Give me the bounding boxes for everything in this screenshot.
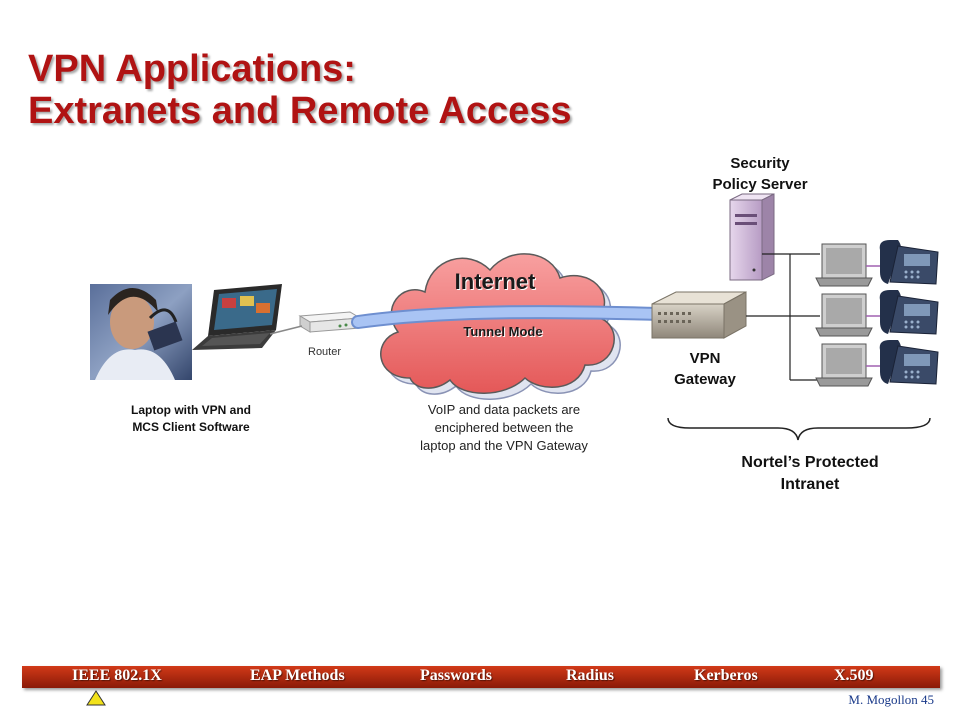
title-line-1: VPN Applications: (28, 48, 356, 90)
router-label: Router (308, 346, 342, 358)
title-line-2: Extranets and Remote Access (28, 90, 572, 132)
remote-user-photo (90, 284, 192, 380)
policy-server-icon (729, 193, 775, 281)
policy-server-label: Security Policy Server (712, 155, 808, 193)
packets-caption: VoIP and data packets are enciphered bet… (420, 402, 588, 453)
nav-radius[interactable]: Radius (566, 667, 615, 684)
vpn-gateway-icon (651, 291, 747, 339)
nav-ieee-8021x[interactable]: IEEE 802.1X (72, 667, 162, 684)
tunnel-mode-label: Tunnel Mode (463, 324, 543, 339)
nav-eap-methods[interactable]: EAP Methods (250, 667, 345, 684)
intranet-wiring (762, 253, 820, 381)
internet-cloud (380, 253, 621, 400)
slide-title: VPN Applications: Extranets and Remote A… (28, 48, 572, 132)
nav-x509[interactable]: X.509 (834, 667, 874, 684)
nav-kerberos[interactable]: Kerberos (694, 667, 758, 684)
intranet-workstations (815, 243, 886, 387)
vpn-gateway-label: VPN Gateway (674, 350, 736, 388)
intranet-label: Nortel’s Protected Intranet (741, 454, 879, 493)
intranet-brace (667, 417, 931, 441)
laptop-router-link (269, 325, 303, 335)
laptop-label: Laptop with VPN and MCS Client Software (131, 403, 251, 434)
home-triangle-icon[interactable] (86, 690, 106, 706)
footer-nav-bar: IEEE 802.1X EAP Methods Passwords Radius… (22, 666, 940, 688)
ip-phones (879, 240, 939, 385)
laptop-icon (192, 284, 282, 350)
vpn-tunnel (353, 307, 665, 327)
network-diagram (90, 193, 939, 441)
nav-passwords[interactable]: Passwords (420, 667, 493, 684)
author-page-number: M. Mogollon 45 (848, 692, 934, 707)
internet-label: Internet (454, 269, 536, 294)
